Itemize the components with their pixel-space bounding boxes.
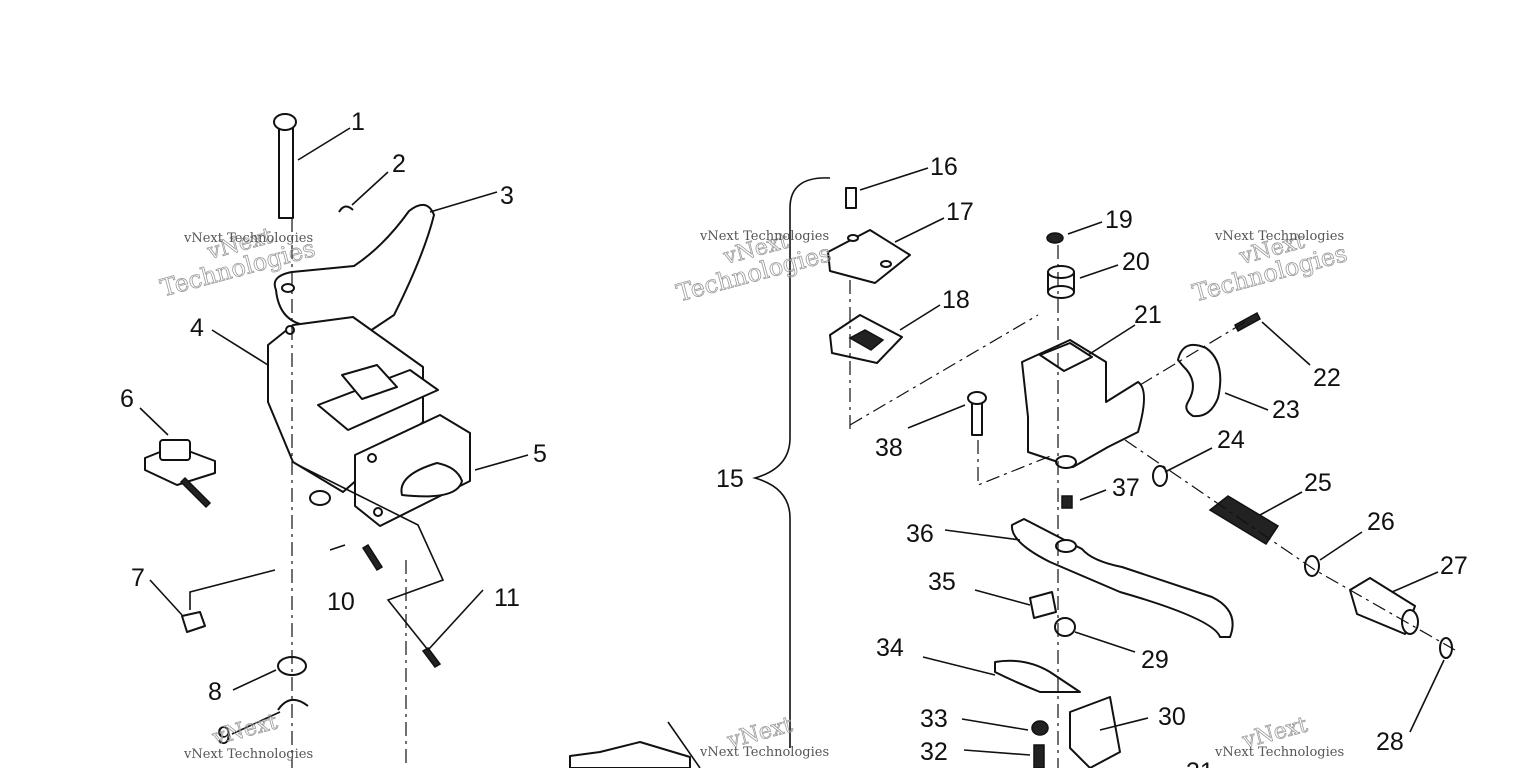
bracket-15 [752, 177, 831, 748]
callout-19: 19 [1105, 206, 1133, 234]
callout-17: 17 [946, 198, 974, 226]
callout-15: 15 [716, 465, 744, 493]
callout-3: 3 [500, 182, 514, 210]
callout-28: 28 [1376, 728, 1404, 756]
watermark-small-bottom-right: vNext Technologies [1214, 745, 1344, 760]
callout-11: 11 [494, 584, 520, 612]
callout-36: 36 [906, 520, 934, 548]
part-9-clip [277, 699, 309, 711]
callout-1: 1 [351, 108, 365, 136]
callout-6: 6 [120, 385, 134, 413]
callout-25: 25 [1304, 469, 1332, 497]
callout-2: 2 [392, 150, 406, 178]
part-36-lever [1010, 518, 1234, 638]
part-5-lens [354, 414, 471, 527]
callout-27: 27 [1440, 552, 1468, 580]
part-25-boot [1208, 495, 1280, 546]
part-2-clip [338, 205, 354, 213]
watermark-small-bottom-left: vNext Technologies [183, 747, 313, 762]
callout-21: 21 [1134, 301, 1162, 329]
part-26-washer [1304, 555, 1320, 577]
callout-labels: 1 2 3 4 5 6 7 8 9 10 11 15 16 17 18 19 2… [120, 108, 1468, 768]
callout-33: 33 [920, 705, 948, 733]
part-30-bracket [1069, 696, 1121, 768]
callout-5: 5 [533, 440, 547, 468]
part-10-washer [309, 490, 331, 506]
callout-23: 23 [1272, 396, 1300, 424]
watermark-small-bottom-center: vNext Technologies [699, 745, 829, 760]
callout-9: 9 [217, 722, 231, 750]
left-assembly [139, 113, 529, 768]
part-34-plate [994, 659, 1081, 693]
partial-part-bottom [569, 741, 691, 768]
callout-22: 22 [1313, 364, 1341, 392]
part-3-lever [273, 204, 435, 336]
part-27-piston [1349, 577, 1419, 635]
callout-16: 16 [930, 153, 958, 181]
part-16-screw [845, 187, 857, 209]
right-assembly [569, 167, 1456, 768]
callout-35: 35 [928, 568, 956, 596]
callout-7: 7 [131, 564, 145, 592]
watermark-bottom-left: vNext [209, 709, 281, 752]
callout-32: 32 [920, 738, 948, 766]
part-11-screw [361, 543, 384, 572]
part-19-washer [1046, 232, 1064, 244]
callout-34: 34 [876, 634, 904, 662]
callout-20: 20 [1122, 248, 1150, 276]
callout-31: 31 [1186, 758, 1214, 768]
part-22-screw [1234, 311, 1261, 333]
watermark-small-top-center: vNext Technologies [699, 229, 829, 244]
part-37-nut [1061, 495, 1073, 509]
callout-18: 18 [942, 286, 970, 314]
callout-29: 29 [1141, 646, 1169, 674]
part-38-bolt [967, 391, 987, 436]
callout-38: 38 [875, 434, 903, 462]
part-7-nut [181, 611, 206, 633]
callout-24: 24 [1217, 426, 1245, 454]
callout-4: 4 [190, 314, 204, 342]
callout-10: 10 [327, 588, 355, 616]
watermark-small-top-right: vNext Technologies [1214, 229, 1344, 244]
part-20-bushing [1047, 265, 1075, 299]
watermark-small-top-left: vNext Technologies [183, 231, 313, 246]
part-32-bolt [1033, 744, 1045, 768]
part-29-nut [1054, 617, 1076, 637]
callout-30: 30 [1158, 703, 1186, 731]
callout-26: 26 [1367, 508, 1395, 536]
part-21-master-cylinder [1021, 339, 1145, 468]
part-28-ring [1439, 637, 1453, 659]
part-33-nut [1031, 720, 1049, 736]
part-24-washer [1152, 465, 1168, 487]
part-23-clamp [1177, 344, 1222, 418]
part-6-switch [144, 439, 216, 509]
part-35-spring [1029, 591, 1057, 619]
part-1-bolt [273, 113, 297, 219]
part-11-screw-b [421, 647, 442, 668]
part-17-cap [827, 229, 911, 284]
callout-8: 8 [208, 678, 222, 706]
svg-text:vNext: vNext [209, 710, 280, 752]
callout-37: 37 [1112, 474, 1140, 502]
